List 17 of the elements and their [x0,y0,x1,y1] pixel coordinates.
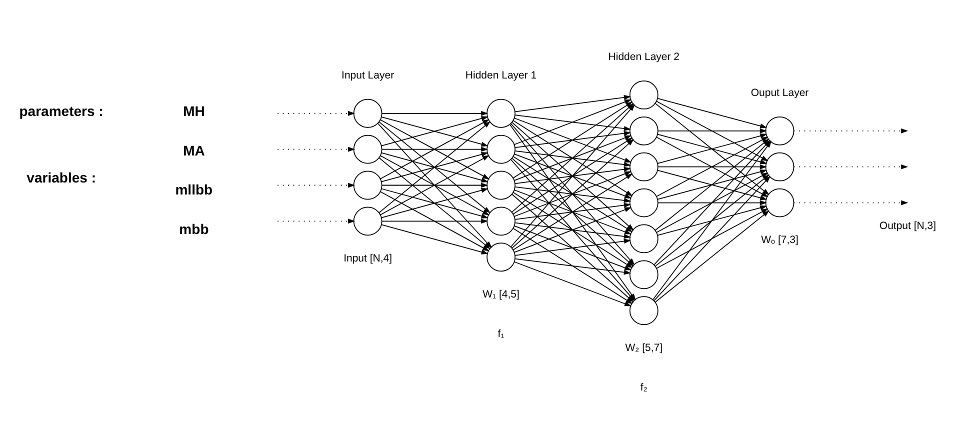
label: mllbb [175,182,213,198]
node-label: Hidden Layer 2 [608,51,680,63]
label: mbb [179,221,209,238]
label: f₂ [640,381,648,394]
node-label: Input [N,4] [344,252,392,265]
node-label: W₂ [5,7] [625,342,663,354]
label: MH [183,102,205,119]
label: MA [183,142,205,158]
node-label: Wₒ [7,3] [761,234,798,246]
node-label: Ouput Layer [750,86,809,99]
node-label: Hidden Layer 1 [465,69,537,82]
label: variables : [26,169,96,186]
label: Output [N,3] [879,220,936,232]
label: parameters : [19,102,104,119]
node-label: W₁ [4,5] [482,288,520,301]
node-label: Input Layer [342,69,394,82]
label: f₁ [498,328,504,340]
